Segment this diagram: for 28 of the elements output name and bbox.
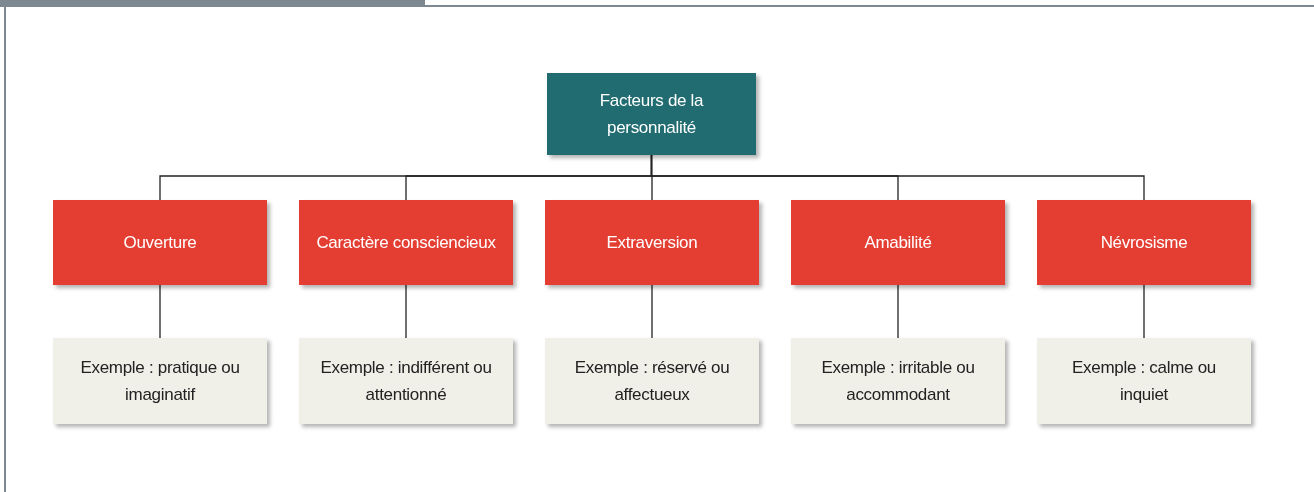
- box-label: Exemple : calme ou inquiet: [1071, 357, 1217, 406]
- example-box: [299, 338, 513, 424]
- box-label: Névrosisme: [1100, 232, 1188, 254]
- connector-line: [1143, 284, 1145, 339]
- box-label: Amabilité: [864, 232, 932, 254]
- box-label: Caractère consciencieux: [316, 232, 496, 254]
- root-box: [547, 73, 756, 155]
- box-label: Extraversion: [606, 232, 698, 254]
- factor-box: [791, 200, 1005, 285]
- factor-box: [1037, 200, 1251, 285]
- connector-line: [897, 284, 899, 339]
- box-label: Ouverture: [123, 232, 197, 254]
- box-label: Exemple : réservé ou affectueux: [573, 357, 731, 406]
- factor-box: [545, 200, 759, 285]
- box-label: Facteurs de la personnalité: [598, 90, 705, 139]
- connector-line: [651, 284, 653, 339]
- box-label: Exemple : indifférent ou attentionné: [319, 357, 493, 406]
- factor-box: [299, 200, 513, 285]
- factor-box: [53, 200, 267, 285]
- example-box: [791, 338, 1005, 424]
- connector-line: [405, 284, 407, 339]
- connector-line: [650, 154, 1145, 201]
- example-box: [53, 338, 267, 424]
- box-label: Exemple : pratique ou imaginatif: [79, 357, 241, 406]
- connector-line: [159, 284, 161, 339]
- box-label: Exemple : irritable ou accommodant: [820, 357, 976, 406]
- example-box: [1037, 338, 1251, 424]
- example-box: [545, 338, 759, 424]
